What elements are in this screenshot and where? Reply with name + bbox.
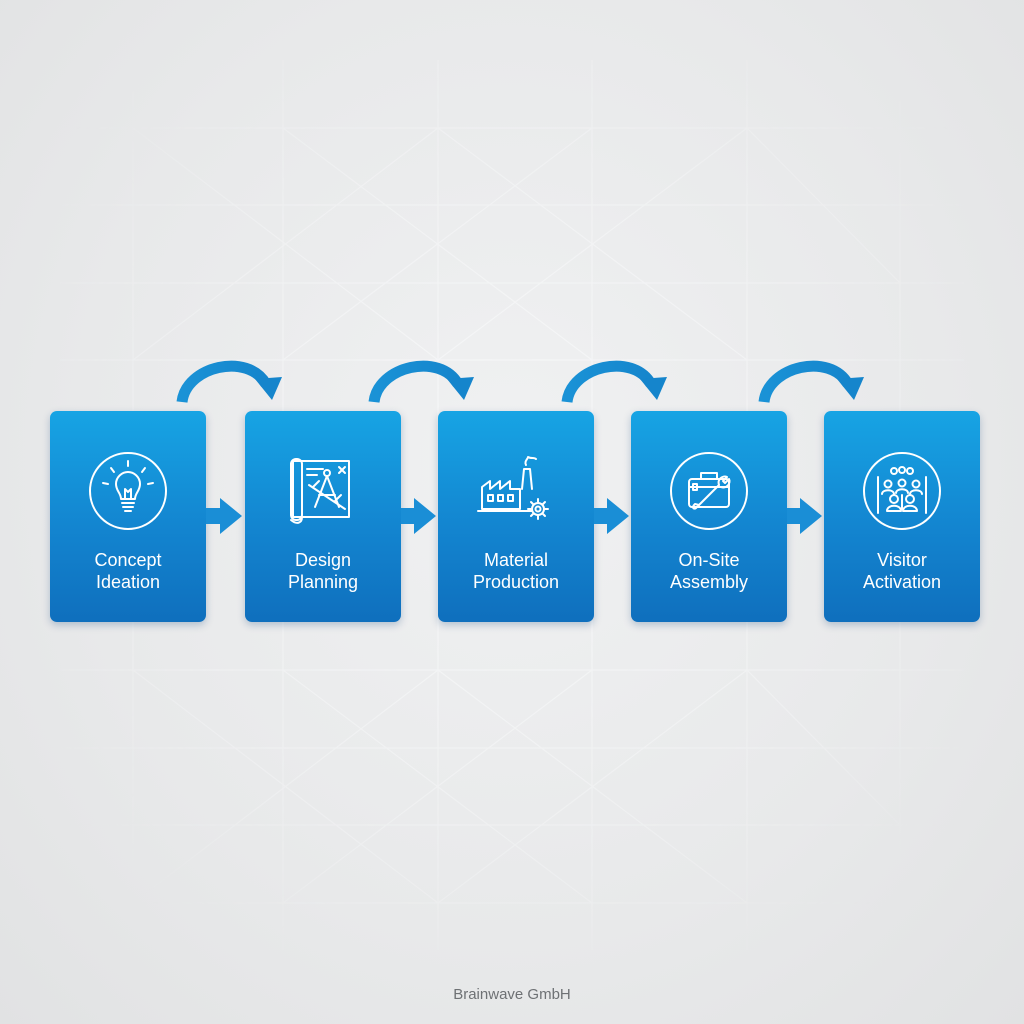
step-material-production: Material Production xyxy=(438,411,594,622)
step-5-line2: Activation xyxy=(862,572,942,592)
company-name: Brainwave GmbH xyxy=(453,986,571,1003)
step-1-line1: Concept xyxy=(94,550,162,570)
factory-icon xyxy=(477,456,549,520)
step-design-planning: Design Planning xyxy=(245,411,401,622)
step-2-line1: Design xyxy=(294,550,352,570)
audience-icon xyxy=(863,452,941,530)
lightbulb-icon xyxy=(89,452,167,530)
step-2-line2: Planning xyxy=(287,572,359,592)
toolbox-icon xyxy=(670,452,748,530)
step-3-line2: Production xyxy=(472,572,560,592)
step-4-line1: On-Site xyxy=(678,550,740,570)
step-visitor-activation: Visitor Activation xyxy=(824,411,980,622)
blueprint-icon xyxy=(290,458,350,524)
step-4-line2: Assembly xyxy=(669,572,749,592)
step-on-site-assembly: On-Site Assembly xyxy=(631,411,787,622)
step-5-line1: Visitor xyxy=(877,550,927,570)
step-1-line2: Ideation xyxy=(95,572,161,592)
step-concept-ideation: Concept Ideation xyxy=(50,411,206,622)
step-3-line1: Material xyxy=(483,550,549,570)
